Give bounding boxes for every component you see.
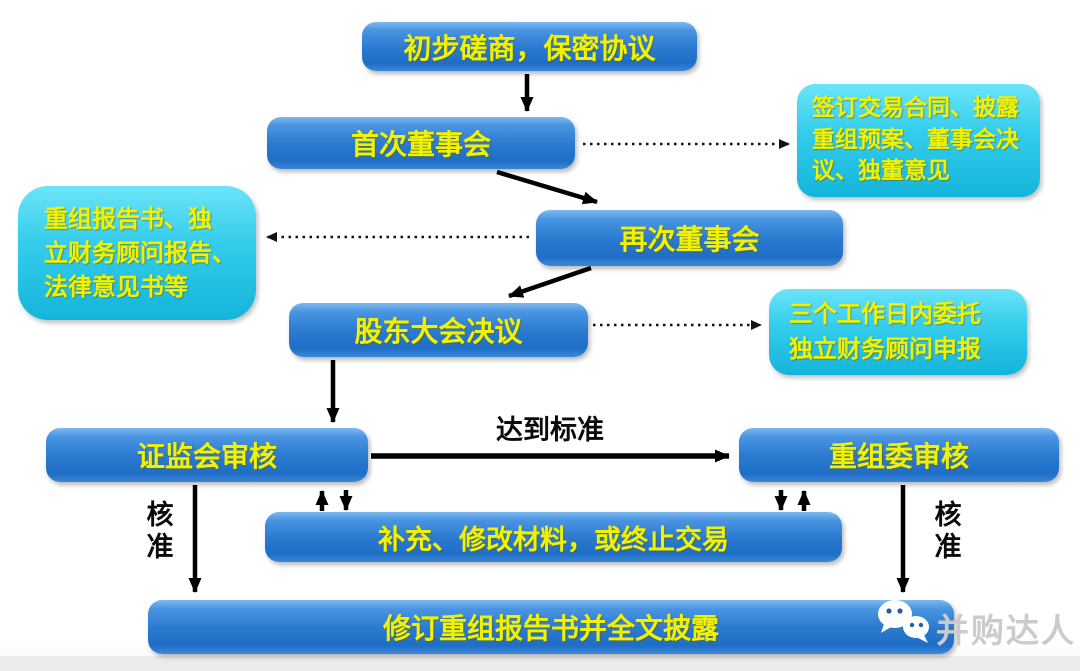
background-strip	[0, 656, 1080, 671]
node-csrc-review: 证监会审核	[46, 428, 368, 482]
node-reorg-committee-review: 重组委审核	[739, 428, 1059, 482]
label-approval-left: 核 准	[146, 500, 174, 564]
wechat-icon	[878, 600, 929, 643]
node-second-board-meeting: 再次董事会	[536, 210, 843, 266]
node-revise-report-disclose: 修订重组报告书并全文披露	[148, 600, 954, 654]
label-approval-right: 核 准	[934, 500, 962, 564]
note-sign-contract-disclosure: 签订交易合同、披露 重组预案、董事会决 议、独董意见	[797, 84, 1040, 197]
arrow-second-board-to-shareholders	[508, 265, 592, 299]
node-supplement-or-terminate: 补充、修改材料，或终止交易	[265, 512, 842, 562]
note-reorg-report-documents: 重组报告书、独 立财务顾问报告、 法律意见书等	[18, 186, 256, 320]
node-shareholders-resolution: 股东大会决议	[289, 303, 588, 357]
watermark-text: 并购达人	[936, 611, 1076, 650]
node-preliminary-negotiation: 初步磋商，保密协议	[362, 22, 697, 71]
note-declare-within-three-days: 三个工作日内委托 独立财务顾问申报	[769, 289, 1027, 375]
label-meets-standard: 达到标准	[496, 415, 604, 446]
node-first-board-meeting: 首次董事会	[267, 117, 575, 169]
arrow-first-board-to-second-board	[496, 169, 598, 205]
